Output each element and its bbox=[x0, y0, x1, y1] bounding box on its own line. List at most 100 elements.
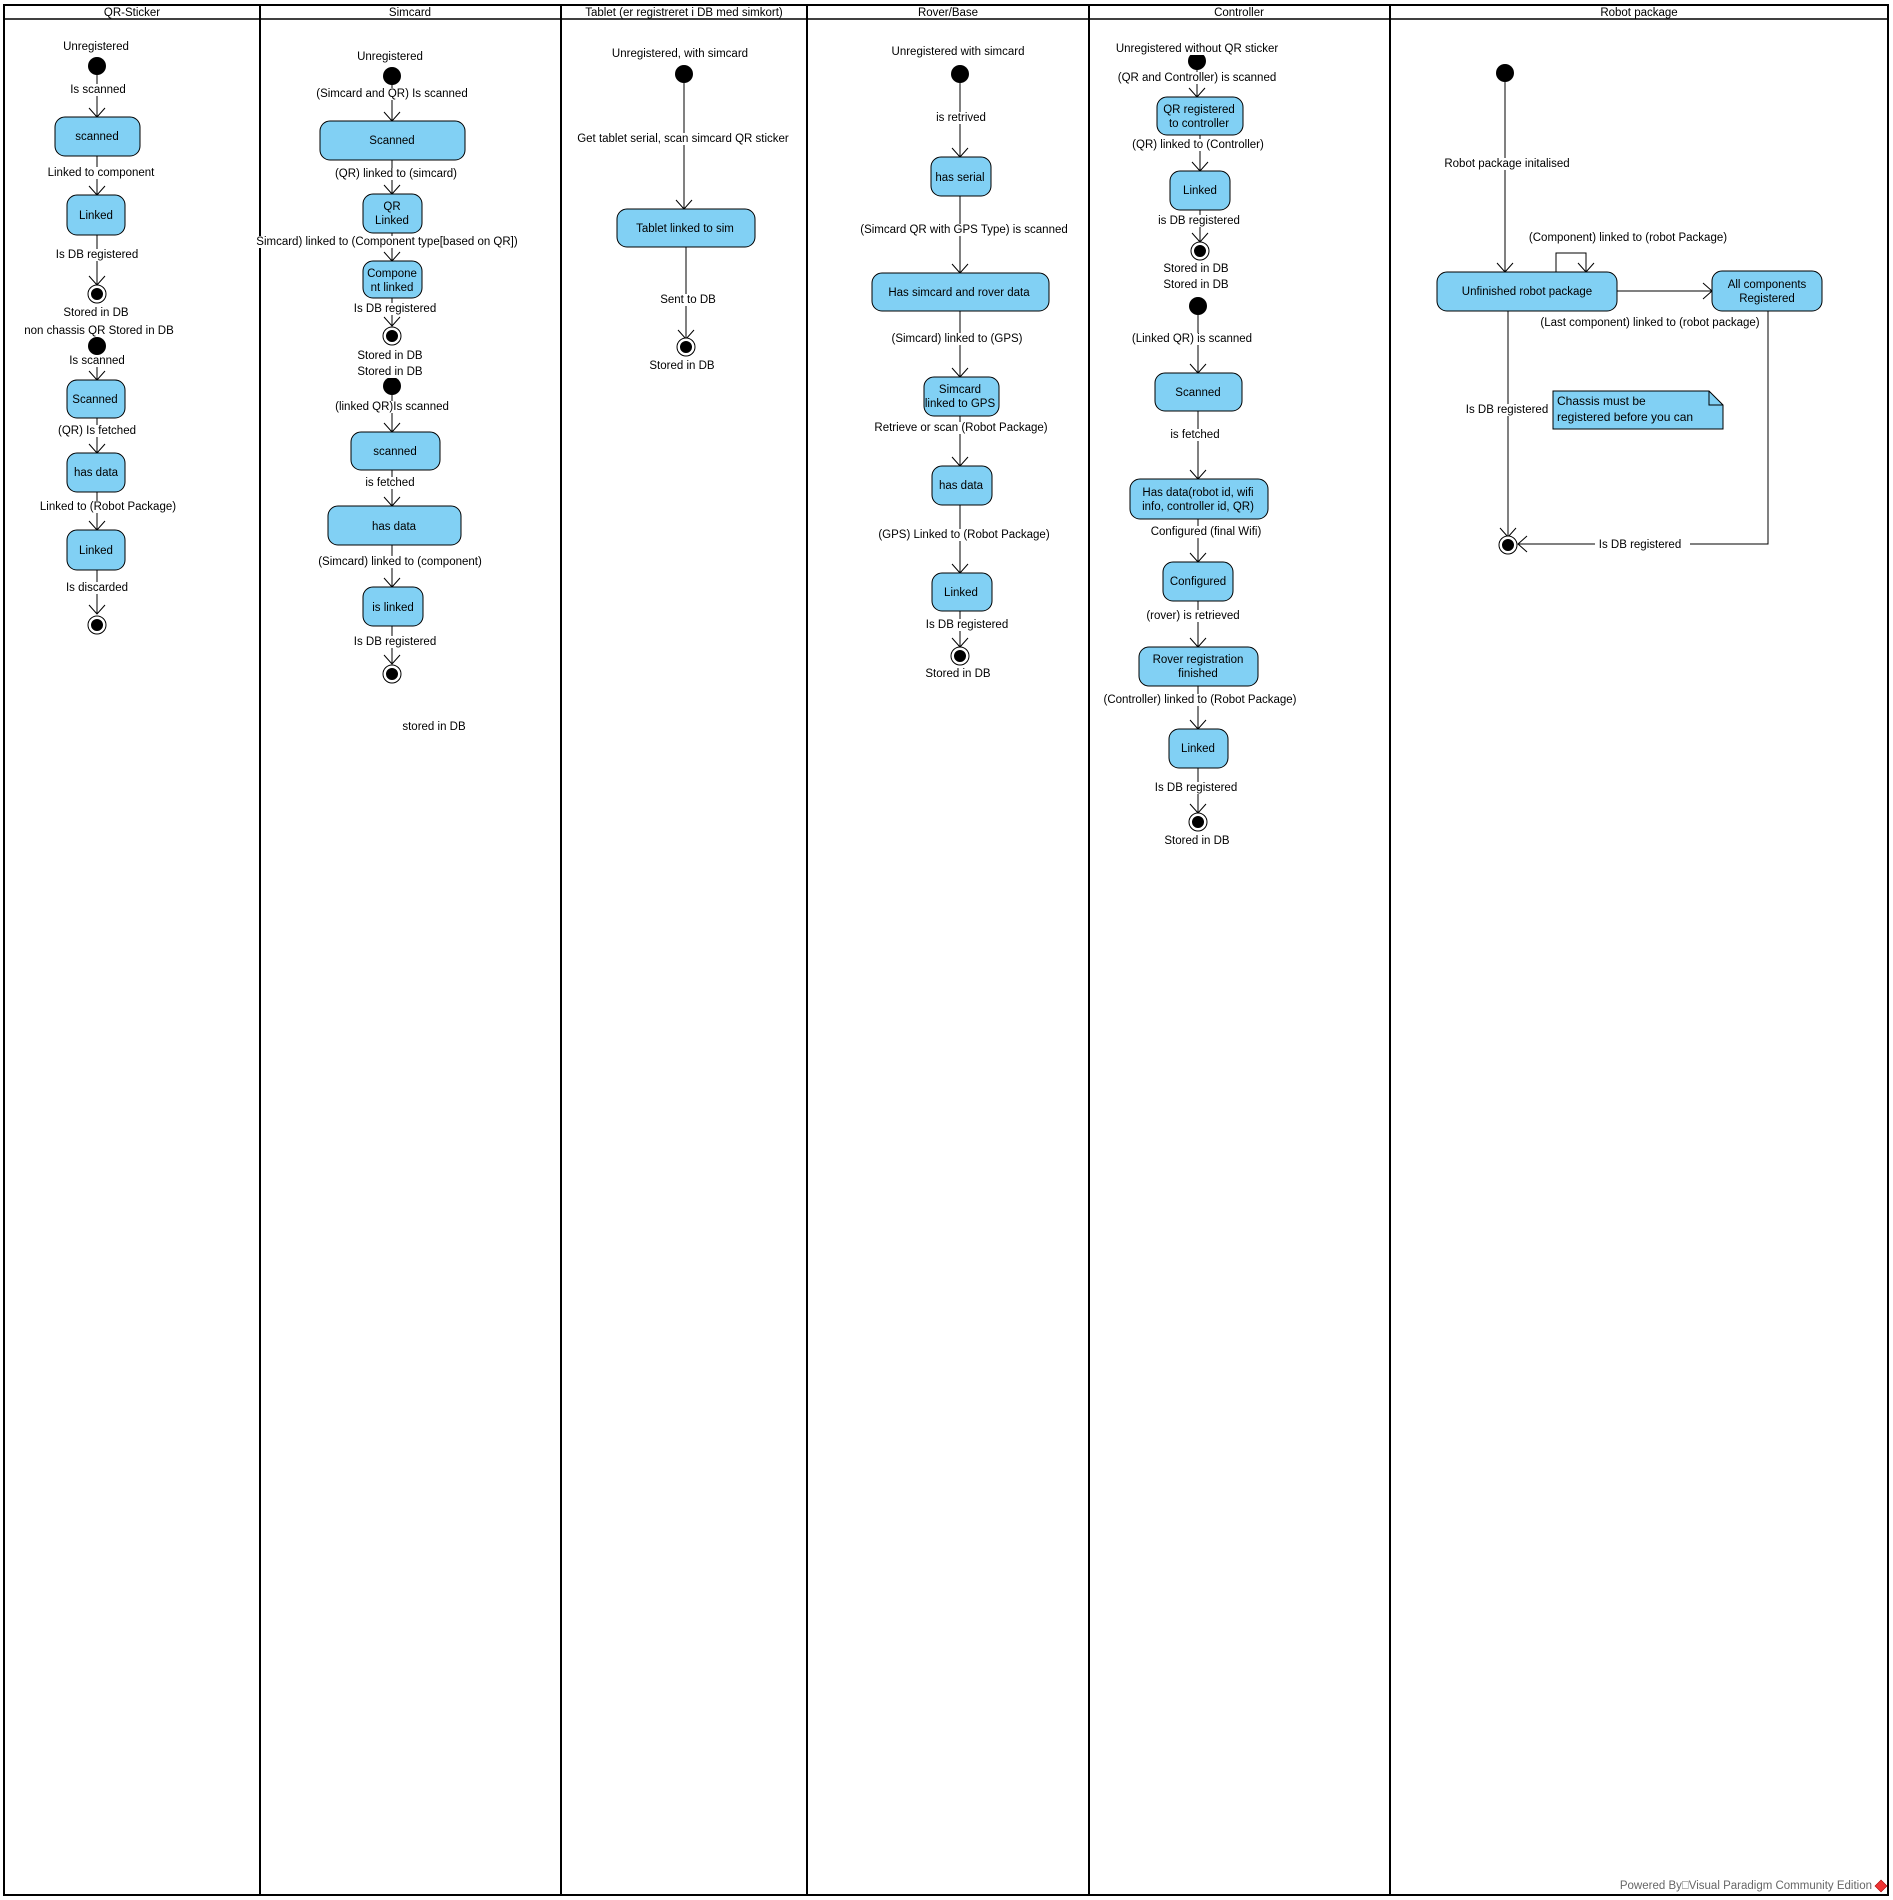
final-node bbox=[1498, 535, 1518, 555]
final-node bbox=[87, 284, 107, 304]
label-background bbox=[61, 41, 131, 53]
state-controller-linked[interactable]: Linked bbox=[1169, 170, 1231, 211]
state-label: has data bbox=[74, 467, 119, 479]
initial-nodes bbox=[88, 52, 1514, 395]
label-background bbox=[1152, 782, 1240, 794]
state-controller-has-data[interactable]: Has data(robot id, wifi info, controller … bbox=[1129, 478, 1269, 520]
state-label: has data bbox=[939, 480, 984, 492]
state-sim-has-data[interactable]: has data bbox=[327, 505, 462, 546]
label-controller-stored-in-db: Stored in DB bbox=[1163, 263, 1229, 275]
state-label: Has data(robot id, wifi bbox=[1142, 487, 1253, 499]
label-sim-is-db-registered: Is DB registered bbox=[354, 303, 436, 315]
lane-title-rover-base: Rover/Base bbox=[918, 7, 978, 19]
label-controller-stored-in-db-3: Stored in DB bbox=[1164, 835, 1230, 847]
state-sim-scanned[interactable]: Scanned bbox=[319, 120, 466, 161]
state-label: Rover registration bbox=[1153, 654, 1244, 666]
state-label: All components bbox=[1728, 279, 1807, 291]
state-rover-has-serial[interactable]: has serial bbox=[930, 156, 992, 197]
state-tablet-linked[interactable]: Tablet linked to sim bbox=[616, 208, 756, 248]
state-rover-simcard-rover-data[interactable]: Has simcard and rover data bbox=[871, 272, 1050, 312]
label-qr-unregistered: Unregistered bbox=[63, 41, 129, 53]
label-background bbox=[351, 636, 439, 648]
label-robot-last-component: (Last component) linked to (robot packag… bbox=[1540, 317, 1759, 329]
state-qr-linked-2[interactable]: Linked bbox=[66, 529, 126, 571]
state-label: QR bbox=[383, 201, 400, 213]
label-background bbox=[56, 425, 138, 437]
label-background bbox=[363, 477, 417, 489]
arrow-heads bbox=[88, 87, 1713, 814]
label-qr-is-scanned: Is scanned bbox=[70, 84, 126, 96]
lane-headers: QR-Sticker Simcard Tablet (er registrere… bbox=[104, 7, 1678, 19]
state-controller-qr-registered[interactable]: QR registered to controller bbox=[1156, 96, 1244, 136]
label-background bbox=[355, 366, 425, 378]
note-line-3-cut: to DB bbox=[1584, 426, 1614, 440]
state-rover-has-data[interactable]: has data bbox=[931, 465, 993, 506]
swimlane-frame bbox=[3, 4, 1889, 1896]
label-rover-gps-linked-robot: (GPS) Linked to (Robot Package) bbox=[878, 529, 1049, 541]
state-sim-is-linked[interactable]: is linked bbox=[362, 586, 424, 627]
state-qr-scanned-2[interactable]: Scanned bbox=[66, 379, 126, 419]
label-rover-unregistered: Unregistered with simcard bbox=[892, 46, 1025, 58]
state-sim-component-linked[interactable]: Component linked bbox=[362, 260, 423, 299]
state-controller-rover-finished[interactable]: Rover registration finished bbox=[1138, 646, 1259, 687]
note-line-2: registered before you can bbox=[1557, 410, 1693, 424]
state-qr-has-data[interactable]: has data bbox=[66, 452, 126, 493]
states: scanned Linked Scanned has data Linked S… bbox=[54, 96, 1823, 769]
state-controller-linked-2[interactable]: Linked bbox=[1168, 728, 1229, 769]
state-controller-scanned[interactable]: Scanned bbox=[1154, 372, 1243, 412]
label-background bbox=[63, 582, 131, 594]
label-rover-simcard-linked-gps: (Simcard) linked to (GPS) bbox=[891, 333, 1022, 345]
label-sim-unregistered: Unregistered bbox=[357, 51, 423, 63]
label-background bbox=[316, 556, 484, 568]
label-background bbox=[45, 167, 158, 179]
label-background bbox=[934, 112, 988, 124]
initial-node bbox=[1188, 52, 1206, 70]
state-label: finished bbox=[1178, 668, 1218, 680]
initial-node bbox=[383, 377, 401, 395]
state-label: Scanned bbox=[1175, 387, 1220, 399]
label-background bbox=[1113, 43, 1281, 55]
final-node bbox=[87, 615, 107, 635]
label-controller-is-db-registered-2: Is DB registered bbox=[1155, 782, 1237, 794]
label-background bbox=[1148, 526, 1264, 538]
lane-title-qr-sticker: QR-Sticker bbox=[104, 7, 160, 19]
label-rover-is-retrived: is retrived bbox=[936, 112, 986, 124]
state-label: QR registered bbox=[1163, 104, 1235, 116]
final-node bbox=[382, 326, 402, 346]
label-qr-linked-to-robot: Linked to (Robot Package) bbox=[40, 501, 176, 513]
state-robot-unfinished[interactable]: Unfinished robot package bbox=[1436, 271, 1618, 312]
state-qr-scanned[interactable]: scanned bbox=[54, 116, 141, 157]
state-qr-linked[interactable]: Linked bbox=[66, 194, 126, 236]
state-label: info, controller id, QR) bbox=[1142, 501, 1254, 513]
state-label: to controller bbox=[1169, 118, 1229, 130]
label-sim-is-fetched: is fetched bbox=[365, 477, 414, 489]
label-background bbox=[889, 333, 1025, 345]
label-background bbox=[1115, 72, 1279, 84]
state-label: scanned bbox=[373, 446, 416, 458]
label-background bbox=[876, 529, 1052, 541]
state-label: has data bbox=[372, 521, 417, 533]
label-robot-is-db-registered-bottom: Is DB registered bbox=[1599, 539, 1681, 551]
label-controller-configured-wifi: Configured (final Wifi) bbox=[1151, 526, 1262, 538]
state-label: Compone bbox=[367, 268, 417, 280]
label-background bbox=[1130, 139, 1266, 151]
label-robot-is-db-registered-left: Is DB registered bbox=[1466, 404, 1548, 416]
label-qr-stored-in-db: Stored in DB bbox=[63, 307, 129, 319]
label-tablet-unregistered: Unregistered, with simcard bbox=[612, 48, 748, 60]
label-background bbox=[400, 721, 468, 733]
state-label: Linked bbox=[944, 587, 978, 599]
final-node bbox=[950, 646, 970, 666]
label-rover-retrieve-scan: Retrieve or scan (Robot Package) bbox=[874, 422, 1047, 434]
state-controller-configured[interactable]: Configured bbox=[1162, 561, 1234, 602]
state-sim-scanned-2[interactable]: scanned bbox=[350, 431, 441, 471]
label-background bbox=[1161, 279, 1231, 291]
label-sim-simcard-qr-scanned: (Simcard and QR) Is scanned bbox=[316, 88, 467, 100]
state-rover-linked[interactable]: Linked bbox=[931, 572, 993, 612]
lane-title-robot-package: Robot package bbox=[1600, 7, 1677, 19]
label-qr-linked-to-component: Linked to component bbox=[48, 167, 156, 179]
note-chassis: Chassis must be registered before you ca… bbox=[1552, 390, 1724, 440]
note-line-1: Chassis must be bbox=[1557, 394, 1646, 408]
